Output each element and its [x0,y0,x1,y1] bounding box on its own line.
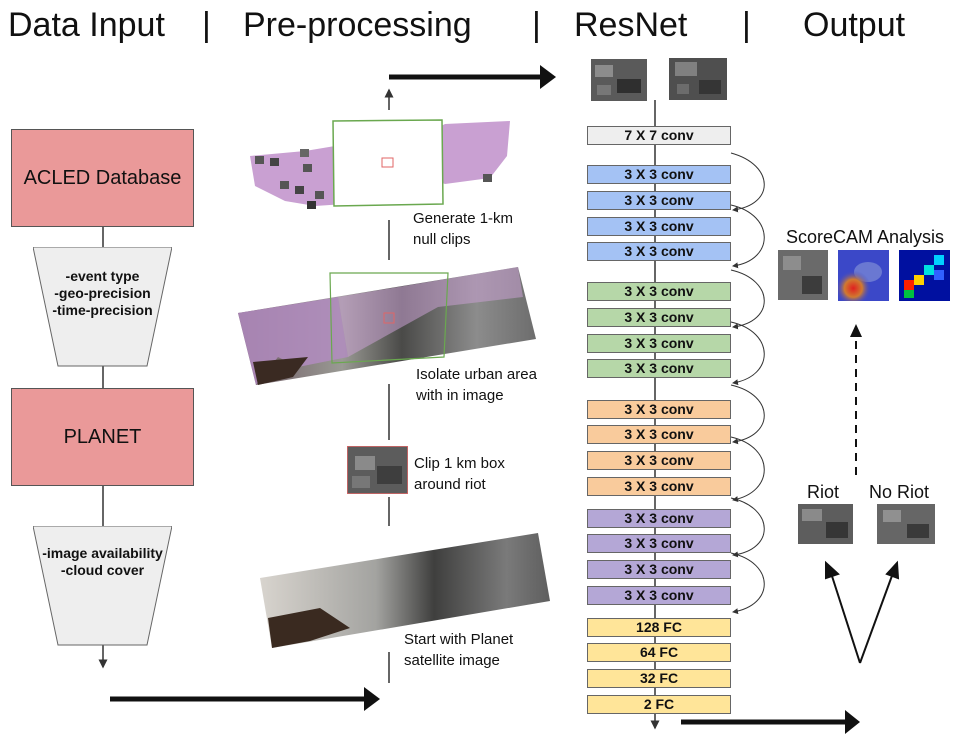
layer-conv3x3: 3 X 3 conv [587,217,731,236]
layer-conv3x3: 3 X 3 conv [587,400,731,419]
big-arrow-right [110,687,380,711]
scorecam-heatmap-image [899,250,950,301]
caption-clip-box: Clip 1 km box around riot [414,453,505,495]
planet-box: PLANET [11,388,194,486]
layer-fc: 2 FC [587,695,731,714]
riot-clip-image [347,446,408,494]
attribute-label: -image availability [42,545,163,561]
caption-line: Isolate urban area [416,366,537,383]
planet-satellite-image [260,533,550,648]
scorecam-original-image [778,250,828,300]
header-output: Output [803,6,906,44]
header-preprocessing: Pre-processing [243,6,472,44]
header-data-input: Data Input [8,6,165,44]
attribute-label: -event type [65,268,140,284]
no-riot-label: No Riot [869,482,930,502]
layer-conv3x3: 3 X 3 conv [587,425,731,444]
acled-database-box: ACLED Database [11,129,194,227]
big-arrow-right [389,65,556,89]
caption-line: Start with Planet [404,631,514,648]
attribute-label: -time-precision [52,302,153,318]
scorecam-title: ScoreCAM Analysis [786,227,945,247]
attribute-label: -geo-precision [54,285,151,301]
caption-line: satellite image [404,652,500,669]
layer-conv3x3: 3 X 3 conv [587,334,731,353]
no-riot-sample-image [877,504,935,544]
layer-conv3x3: 3 X 3 conv [587,586,731,605]
big-arrow-right [681,710,860,734]
caption-line: null clips [413,231,471,248]
riot-sample-image [798,504,853,544]
output-branch-arrows [825,560,900,664]
riot-label: Riot [807,482,840,502]
resnet-input-image [591,59,647,101]
layer-conv3x3: 3 X 3 conv [587,451,731,470]
null-clips-image [250,119,510,209]
header-separator: | [202,6,211,44]
planet-attributes-trapezoid: -image availability -cloud cover [33,526,172,646]
layer-fc: 128 FC [587,618,731,637]
layer-conv3x3: 3 X 3 conv [587,477,731,496]
layer-conv3x3: 3 X 3 conv [587,560,731,579]
resnet-input-image [669,58,727,100]
header-separator: | [742,6,751,44]
caption-start-satellite: Start with Planet satellite image [404,629,513,671]
layer-conv3x3: 3 X 3 conv [587,242,731,261]
header-resnet: ResNet [574,6,688,44]
urban-area-image [238,267,536,385]
attribute-label: -cloud cover [60,562,145,578]
caption-line: around riot [414,476,486,493]
scorecam-overlay-image [838,250,889,301]
dashed-arrow-up [850,324,862,475]
skip-connection-arcs [730,152,765,615]
caption-line: Generate 1-km [413,210,514,227]
caption-generate-null-clips: Generate 1-km null clips [413,208,513,250]
header-separator: | [532,6,541,44]
layer-conv3x3: 3 X 3 conv [587,282,731,301]
layer-conv3x3: 3 X 3 conv [587,191,731,210]
layer-conv3x3: 3 X 3 conv [587,165,731,184]
layer-conv3x3: 3 X 3 conv [587,534,731,553]
layer-conv7x7: 7 X 7 conv [587,126,731,145]
layer-conv3x3: 3 X 3 conv [587,359,731,378]
layer-fc: 64 FC [587,643,731,662]
caption-line: Clip 1 km box [414,455,505,472]
caption-line: with in image [416,387,504,404]
acled-attributes-trapezoid: -event type -geo-precision -time-precisi… [33,247,172,367]
layer-conv3x3: 3 X 3 conv [587,308,731,327]
layer-fc: 32 FC [587,669,731,688]
layer-conv3x3: 3 X 3 conv [587,509,731,528]
caption-isolate-urban-area: Isolate urban area with in image [416,364,537,406]
